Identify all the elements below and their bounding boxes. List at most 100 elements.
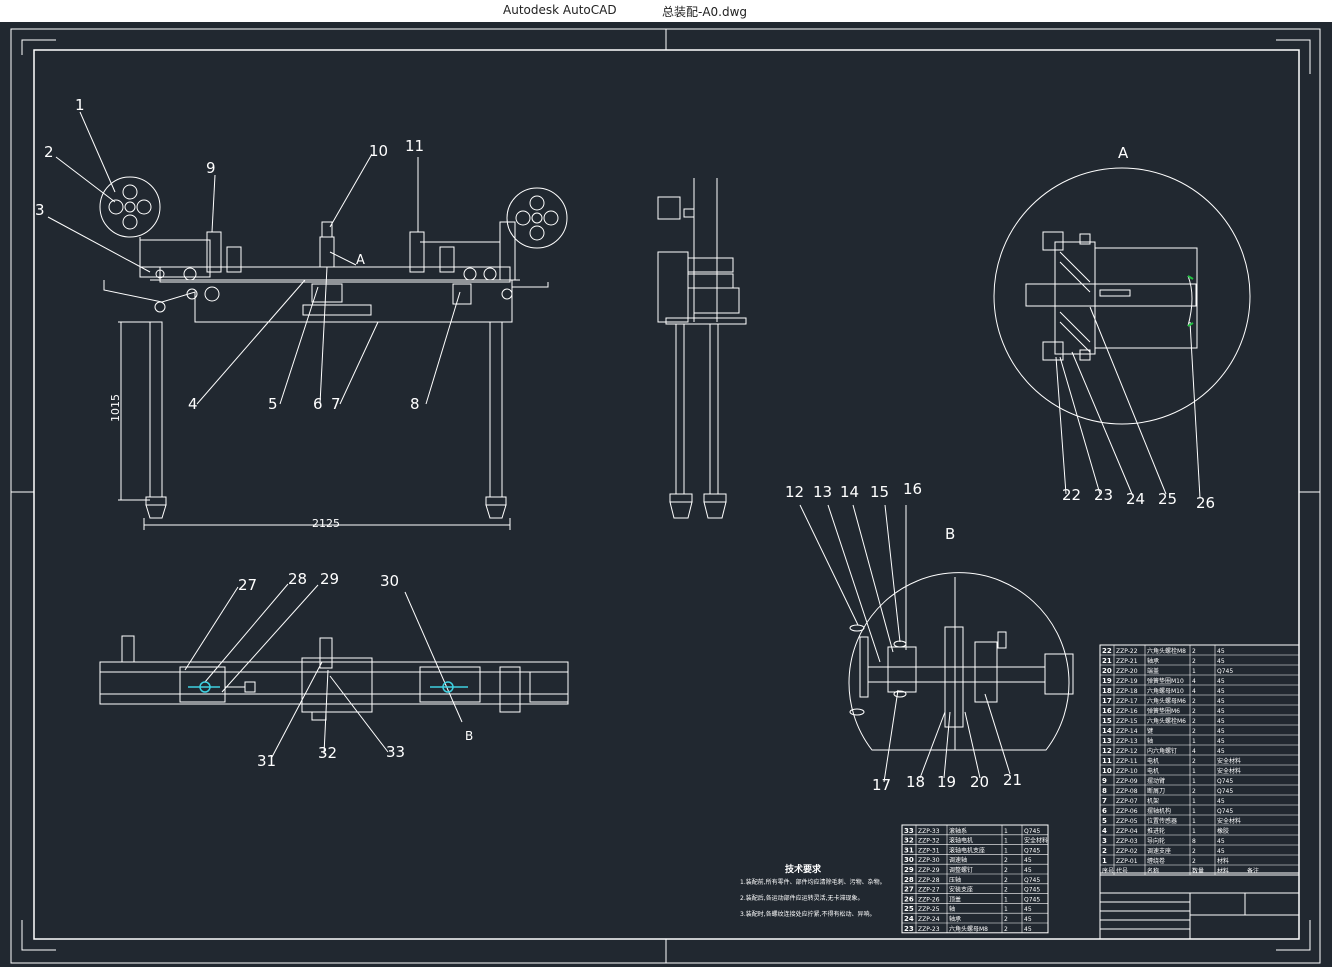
bom-cell-mat: Q745 (1024, 887, 1040, 894)
bom-cell-no: 25 (904, 905, 914, 913)
bom-cell-mat: Q745 (1217, 808, 1233, 815)
bom-cell-code: ZZP-21 (1116, 658, 1138, 665)
label-13: 13 (813, 483, 832, 501)
border-marks (11, 29, 1320, 963)
bom-cell-code: ZZP-17 (1116, 698, 1138, 705)
bom-cell-no: 27 (904, 886, 914, 894)
bom-cell-name: 滚轴系 (949, 827, 967, 835)
bom-cell-code: ZZP-01 (1116, 858, 1138, 865)
bom-cell-name: 六角头螺栓M8 (1147, 647, 1186, 655)
bom-cell-qty: 1 (1004, 828, 1008, 835)
bom-cell-no: 12 (1102, 747, 1112, 755)
bom-cell-name: 摆动臂 (1147, 777, 1165, 785)
bom-cell-name: 机架 (1147, 797, 1159, 805)
bom-cell-name: 六角头螺栓M6 (1147, 717, 1186, 725)
bom-cell-mat: 45 (1217, 688, 1225, 695)
bom-cell-no: 29 (904, 866, 914, 874)
bom-cell-mat: Q745 (1217, 788, 1233, 795)
bom-cell-mat: 45 (1024, 906, 1032, 913)
app-title: Autodesk AutoCAD (503, 3, 617, 17)
dim-width: 2125 (312, 517, 340, 530)
bom-cell-no: 32 (904, 837, 914, 845)
bom-cell-name: 键 (1147, 727, 1153, 735)
detail-b-title: B (945, 525, 955, 543)
top-view-labels: 27 28 29 30 31 32 33 B (238, 570, 473, 770)
label-3: 3 (35, 201, 45, 219)
bom-cell-name: 推进轮 (1147, 827, 1165, 835)
bom-cell-mat: 安全材料 (1024, 837, 1048, 845)
bom-cell-qty: 1 (1192, 668, 1196, 675)
bom-cell-name: 轴 (949, 905, 955, 913)
bom-cell-qty: 1 (1004, 838, 1008, 845)
bom-cell-qty: 4 (1192, 678, 1196, 685)
bom-cell-no: 5 (1102, 817, 1107, 825)
bom-cell-mat: 45 (1024, 857, 1032, 864)
label-11: 11 (405, 137, 424, 155)
bom-cell-code: ZZP-13 (1116, 738, 1138, 745)
bom-cell-name: 电机 (1147, 757, 1159, 765)
bom-cell-no: 23 (904, 925, 914, 933)
bom-cell-code: ZZP-14 (1116, 728, 1138, 735)
bom-cell-mat: Q745 (1024, 828, 1040, 835)
drawing-canvas[interactable]: 1 2 3 4 5 6 7 8 9 10 11 A 1015 2125 (0, 22, 1332, 967)
bom-cell-code: ZZP-02 (1116, 848, 1138, 855)
bom-cell-qty: 2 (1004, 926, 1008, 933)
dim-height: 1015 (109, 394, 122, 422)
bom-header-name: 名称 (1147, 867, 1159, 875)
bom-cell-no: 14 (1102, 727, 1112, 735)
label-14: 14 (840, 483, 859, 501)
title-block (1099, 872, 1300, 940)
bom-header-note: 备注 (1247, 867, 1259, 875)
bom-cell-qty: 2 (1192, 848, 1196, 855)
bom-cell-code: ZZP-09 (1116, 778, 1138, 785)
label-5: 5 (268, 395, 278, 413)
label-9: 9 (206, 159, 216, 177)
detail-ref-a: A (356, 253, 365, 268)
bom-cell-no: 21 (1102, 657, 1112, 665)
bom-cell-qty: 2 (1192, 718, 1196, 725)
bom-cell-no: 10 (1102, 767, 1112, 775)
bom-cell-code: ZZP-32 (918, 838, 940, 845)
label-24: 24 (1126, 490, 1145, 508)
bom-cell-qty: 2 (1004, 887, 1008, 894)
bom-cell-name: 轴承 (1147, 657, 1159, 665)
file-name: 总装配-A0.dwg (662, 5, 748, 19)
bom-cell-qty: 1 (1004, 906, 1008, 913)
bom-cell-mat: 45 (1217, 658, 1225, 665)
detail-b-view (799, 504, 1074, 783)
bom-cell-qty: 2 (1004, 877, 1008, 884)
bom-cell-mat: Q745 (1024, 896, 1040, 903)
bom-cell-code: ZZP-15 (1116, 718, 1138, 725)
bom-cell-name: 调速轴 (949, 856, 967, 864)
label-7: 7 (331, 395, 341, 413)
label-17: 17 (872, 776, 891, 794)
bom-cell-no: 19 (1102, 677, 1112, 685)
bom-cell-name: 端盖 (1147, 667, 1159, 675)
bom-cell-mat: 材料 (1217, 857, 1229, 865)
bom-cell-mat: 安全材料 (1217, 817, 1241, 825)
detail-b-labels: B 12 13 14 15 16 17 18 19 20 21 (785, 480, 1022, 794)
bom-cell-no: 22 (1102, 647, 1112, 655)
bom-cell-code: ZZP-20 (1116, 668, 1138, 675)
label-20: 20 (970, 773, 989, 791)
bom-cell-no: 24 (904, 915, 914, 923)
bom-cell-no: 8 (1102, 787, 1107, 795)
bom-cell-name: 顶盖 (949, 895, 961, 903)
bom-cell-code: ZZP-28 (918, 877, 940, 884)
bom-cell-name: 调速支座 (1147, 847, 1171, 855)
bom-cell-name: 导向轮 (1147, 837, 1165, 845)
bom-cell-qty: 1 (1192, 818, 1196, 825)
detail-ref-b: B (465, 729, 473, 743)
label-18: 18 (906, 773, 925, 791)
main-front-view (47, 111, 568, 530)
bom-cell-name: 弹簧垫圈M10 (1147, 677, 1184, 685)
bom-header-mat: 材料 (1217, 867, 1229, 875)
bom-cell-mat: Q745 (1024, 847, 1040, 854)
bom-cell-no: 2 (1102, 847, 1107, 855)
main-view-labels: 1 2 3 4 5 6 7 8 9 10 11 A 1015 2125 (35, 96, 424, 530)
bom-cell-no: 16 (1102, 707, 1112, 715)
bom-cell-no: 20 (1102, 667, 1112, 675)
bom-cell-no: 31 (904, 846, 914, 854)
detail-a-labels: A 22 23 24 25 26 (1062, 144, 1215, 512)
bom-cell-no: 7 (1102, 797, 1107, 805)
